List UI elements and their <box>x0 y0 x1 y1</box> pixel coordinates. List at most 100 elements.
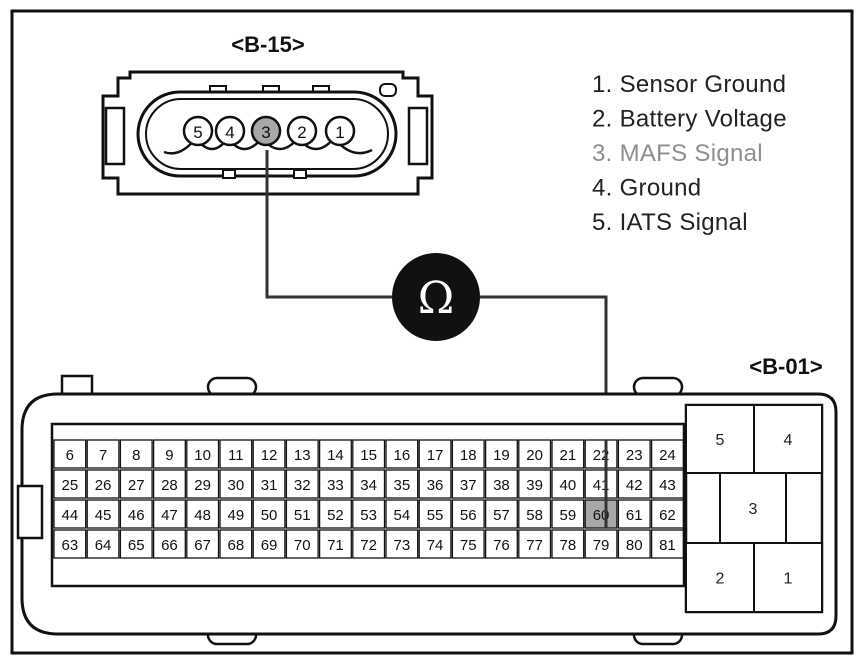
b01-pin-label: 7 <box>99 447 107 464</box>
b01-pin-34: 34 <box>352 469 386 499</box>
b01-pin-label: 38 <box>493 477 510 494</box>
b01-pin-label: 25 <box>62 477 79 494</box>
b01-pin-52: 52 <box>318 499 352 529</box>
b01-pin-33: 33 <box>318 469 352 499</box>
b01-pin-label: 27 <box>128 477 145 494</box>
b01-pin-75: 75 <box>451 529 485 559</box>
b01-pin-72: 72 <box>352 529 386 559</box>
b01-pin-74: 74 <box>418 529 452 559</box>
b01-pin-label: 45 <box>95 507 112 524</box>
b15-pin-2: 2 <box>286 115 318 147</box>
b01-pin-56: 56 <box>451 499 485 529</box>
b01-pin-label: 78 <box>560 537 577 554</box>
b01-pin-label: 72 <box>360 537 377 554</box>
b01-pin-58: 58 <box>518 499 552 529</box>
b01-pin-76: 76 <box>484 529 518 559</box>
b01-pin-label: 32 <box>294 477 311 494</box>
b01-pin-label: 75 <box>460 537 477 554</box>
b01-pin-label: 21 <box>560 447 577 464</box>
b01-pin-label: 58 <box>526 507 543 524</box>
b01-pin-label: 18 <box>460 447 477 464</box>
b01-pin-label: 61 <box>626 507 643 524</box>
b01-pin-label: 64 <box>95 537 112 554</box>
b01-pin-label: 50 <box>261 507 278 524</box>
b01-pin-label: 11 <box>228 447 244 464</box>
b15-connector-label: <B-15> <box>231 32 304 57</box>
b01-pin-label: 81 <box>659 537 676 554</box>
b01-pin-53: 53 <box>352 499 386 529</box>
b01-pin-32: 32 <box>285 469 319 499</box>
b01-pin-80: 80 <box>617 529 651 559</box>
b01-pin-label: 33 <box>327 477 344 494</box>
b01-pin-10: 10 <box>186 439 220 469</box>
b01-pin-51: 51 <box>285 499 319 529</box>
b01-connector-label: <B-01> <box>749 354 822 379</box>
b01-pin-label: 56 <box>460 507 477 524</box>
b01-pin-label: 73 <box>394 537 411 554</box>
b01-big-pin-3: 3 <box>719 472 787 544</box>
b01-pin-label: 67 <box>194 537 211 554</box>
b01-pin-14: 14 <box>318 439 352 469</box>
b01-pin-label: 39 <box>526 477 543 494</box>
b01-big-pin-1: 1 <box>753 542 823 613</box>
b01-pin-66: 66 <box>152 529 186 559</box>
b15-pin-3: 3 <box>250 115 282 147</box>
ohmmeter-icon: Ω <box>392 253 480 341</box>
b01-pin-71: 71 <box>318 529 352 559</box>
b01-pin-label: 34 <box>360 477 377 494</box>
legend-item: 5. IATS Signal <box>592 209 748 236</box>
b01-pin-label: 65 <box>128 537 145 554</box>
b01-pin-29: 29 <box>186 469 220 499</box>
b01-big-pin-5: 5 <box>685 404 755 474</box>
b01-pin-label: 76 <box>493 537 510 554</box>
b15-pin-label: 3 <box>261 123 270 142</box>
b01-pin-label: 68 <box>228 537 245 554</box>
b01-pin-label: 66 <box>161 537 178 554</box>
wire-b15-to-meter <box>265 150 396 299</box>
b01-pin-50: 50 <box>252 499 286 529</box>
b15-pin-4: 4 <box>214 115 246 147</box>
b01-pin-20: 20 <box>518 439 552 469</box>
b01-pin-59: 59 <box>551 499 585 529</box>
b01-pin-label: 43 <box>659 477 676 494</box>
b01-big-pin-label: 5 <box>716 432 725 449</box>
b01-pin-label: 71 <box>327 537 344 554</box>
b01-pin-8: 8 <box>119 439 153 469</box>
b01-pin-label: 57 <box>493 507 510 524</box>
b01-pin-label: 48 <box>194 507 211 524</box>
b01-pin-19: 19 <box>484 439 518 469</box>
b01-pin-label: 9 <box>165 447 173 464</box>
b01-pin-13: 13 <box>285 439 319 469</box>
b01-pin-11: 11 <box>219 439 253 469</box>
b01-pin-label: 8 <box>132 447 140 464</box>
b01-big-pin-label: 3 <box>749 501 758 518</box>
b01-big-pin-2: 2 <box>685 542 755 613</box>
b01-pin-40: 40 <box>551 469 585 499</box>
b01-pin-label: 30 <box>228 477 245 494</box>
b01-pin-6: 6 <box>53 439 87 469</box>
b01-pin-label: 42 <box>626 477 643 494</box>
b01-pin-label: 79 <box>593 537 610 554</box>
b01-pin-67: 67 <box>186 529 220 559</box>
b01-pin-label: 24 <box>659 447 676 464</box>
b01-pin-54: 54 <box>385 499 419 529</box>
b01-pin-label: 14 <box>327 447 344 464</box>
b15-pin-label: 1 <box>335 123 344 142</box>
b01-pin-label: 46 <box>128 507 145 524</box>
b01-pin-49: 49 <box>219 499 253 529</box>
b01-pin-label: 20 <box>526 447 543 464</box>
b01-pin-16: 16 <box>385 439 419 469</box>
legend-item: 1. Sensor Ground <box>592 71 786 98</box>
b01-pin-label: 77 <box>526 537 543 554</box>
b01-pin-28: 28 <box>152 469 186 499</box>
b01-pin-38: 38 <box>484 469 518 499</box>
b01-pin-label: 51 <box>294 507 311 524</box>
b01-pin-label: 62 <box>659 507 676 524</box>
b01-pin-label: 80 <box>626 537 643 554</box>
b01-pin-65: 65 <box>119 529 153 559</box>
b01-pin-45: 45 <box>86 499 120 529</box>
b01-pin-64: 64 <box>86 529 120 559</box>
